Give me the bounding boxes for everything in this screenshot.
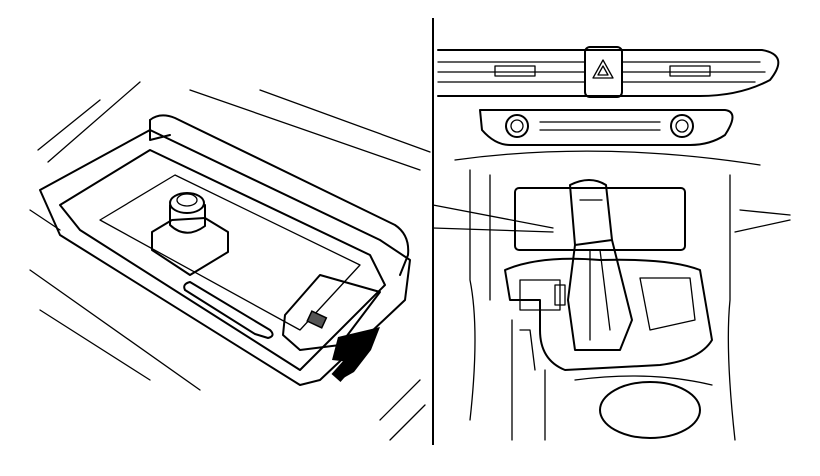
hazard-button xyxy=(584,46,623,98)
cup-holder xyxy=(599,381,701,439)
gear-shifter xyxy=(567,179,633,351)
center-console-overview xyxy=(437,46,791,441)
hazard-triangle-icon xyxy=(592,59,614,79)
arrow-pointer-icon xyxy=(332,327,380,380)
storage-compartment-detail xyxy=(29,81,431,441)
power-socket xyxy=(151,192,229,276)
usb-port xyxy=(306,310,328,329)
